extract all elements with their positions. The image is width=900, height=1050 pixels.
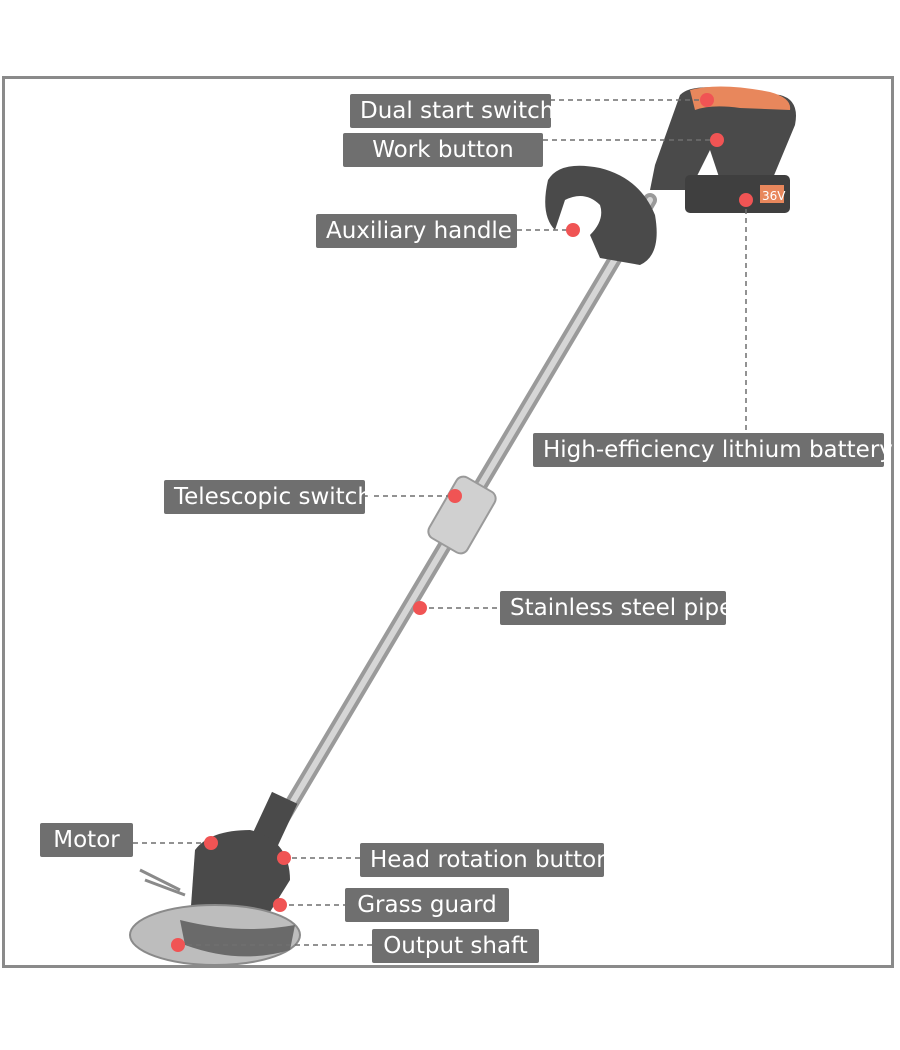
leader-lines — [133, 99, 747, 946]
blade-and-guard — [129, 868, 301, 966]
auxiliary-handle-shape — [545, 165, 657, 265]
battery-voltage-marking: 36V — [762, 189, 786, 203]
label-telescopic-switch: Telescopic switch — [164, 480, 372, 514]
marker-head-rotation-button — [277, 851, 291, 865]
marker-lithium-battery — [739, 193, 753, 207]
label-stainless-steel-pipe: Stainless steel pipe — [500, 591, 733, 625]
label-output-shaft: Output shaft — [372, 929, 539, 963]
markers — [171, 93, 753, 952]
label-motor: Motor — [40, 823, 133, 857]
telescopic-collar — [427, 475, 497, 555]
label-auxiliary-handle: Auxiliary handle — [316, 214, 517, 248]
motor-head — [190, 791, 298, 920]
label-lithium-battery: High-efficiency lithium battery — [533, 433, 893, 467]
marker-output-shaft — [171, 938, 185, 952]
marker-stainless-steel-pipe — [413, 601, 427, 615]
label-head-rotation-button: Head rotation button — [360, 843, 611, 877]
label-work-button: Work button — [343, 133, 543, 167]
marker-grass-guard — [273, 898, 287, 912]
battery-pack: 36V — [685, 175, 790, 213]
label-dual-start-switch: Dual start switch — [350, 94, 554, 128]
marker-work-button — [710, 133, 724, 147]
marker-dual-start-switch — [700, 93, 714, 107]
label-grass-guard: Grass guard — [345, 888, 509, 922]
marker-motor — [204, 836, 218, 850]
marker-telescopic-switch — [448, 489, 462, 503]
marker-auxiliary-handle — [566, 223, 580, 237]
